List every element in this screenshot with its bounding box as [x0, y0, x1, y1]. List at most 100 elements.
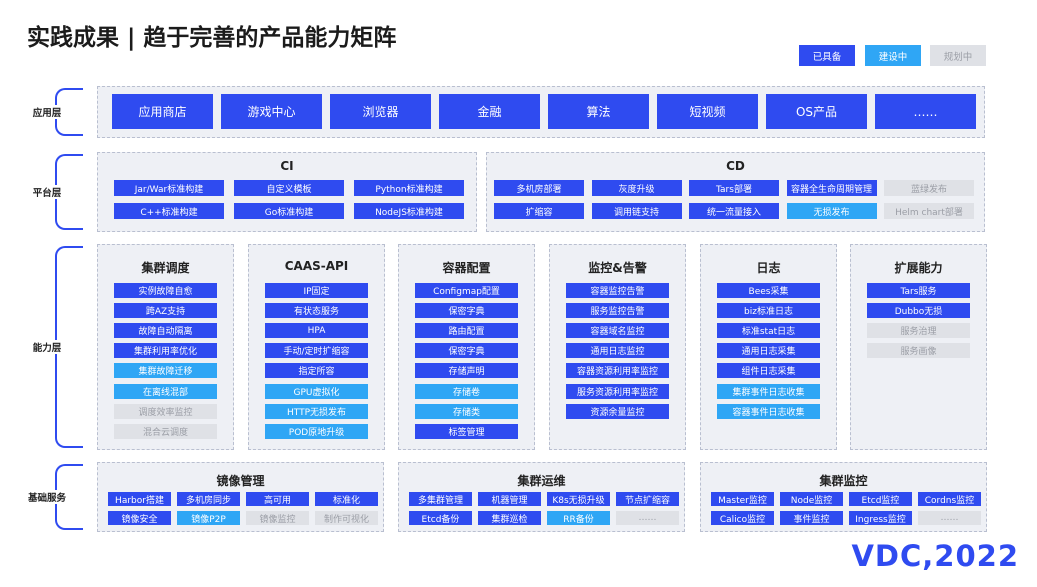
- app-item: ……: [875, 94, 976, 129]
- base-item: RR备份: [547, 511, 610, 525]
- cd-title: CD: [726, 159, 745, 173]
- base-item: ……: [918, 511, 981, 525]
- capability-item: 指定所容: [265, 363, 368, 379]
- app-item: 短视频: [657, 94, 758, 129]
- base-item: 制作可视化: [315, 511, 378, 525]
- ci-item: 自定义模板: [234, 180, 344, 196]
- capability-item: 有状态服务: [265, 303, 368, 319]
- cd-item: 容器全生命周期管理: [786, 180, 877, 196]
- capability-item: 标准stat日志: [717, 323, 820, 339]
- base-item: 集群巡检: [478, 511, 541, 525]
- cd-item: 灰度升级: [591, 180, 682, 196]
- ci-item: Python标准构建: [354, 180, 464, 196]
- base-title: 集群监控: [819, 474, 868, 488]
- capability-item: 集群故障迁移: [114, 363, 217, 379]
- base-item: 标准化: [315, 492, 378, 506]
- capability-item: 容器域名监控: [566, 323, 669, 339]
- capability-item: 存储卷: [415, 383, 518, 399]
- base-item: 高可用: [246, 492, 309, 506]
- app-item: 应用商店: [112, 94, 213, 129]
- capability-item: 手动/定时扩缩容: [265, 343, 368, 359]
- base-item: 多机房同步: [177, 492, 240, 506]
- capability-item: Dubbo无损: [867, 303, 970, 319]
- capability-item: Configmap配置: [415, 283, 518, 298]
- base-item: Calico监控: [711, 511, 774, 525]
- cd-item: 蓝绿发布: [884, 180, 974, 196]
- layer-label: 基础服务: [22, 490, 72, 504]
- capability-item: 路由配置: [415, 323, 518, 339]
- base-item: Etcd备份: [409, 511, 472, 525]
- capability-title: 集群调度: [141, 261, 190, 275]
- base-item: K8s无损升级: [547, 492, 610, 506]
- capability-item: 混合云调度: [114, 423, 217, 439]
- base-item: 节点扩缩容: [616, 492, 679, 506]
- capability-item: Bees采集: [717, 283, 820, 298]
- layer-label: 应用层: [22, 105, 72, 119]
- capability-item: 存储声明: [415, 363, 518, 379]
- cd-item: 扩缩容: [494, 203, 584, 219]
- base-item: 机器管理: [478, 492, 541, 506]
- capability-item: 故障自动隔离: [114, 323, 217, 339]
- capability-title: CAAS-API: [284, 259, 349, 273]
- capability-item: GPU虚拟化: [265, 383, 368, 399]
- capability-item: biz标准日志: [717, 303, 820, 319]
- app-item: 浏览器: [330, 94, 431, 129]
- base-item: Cordns监控: [918, 492, 981, 506]
- capability-item: 服务治理: [867, 323, 970, 339]
- vdc-logo: VDC,2022: [851, 539, 1019, 573]
- capability-item: 组件日志采集: [717, 363, 820, 379]
- capability-item: 调度效率监控: [114, 403, 217, 419]
- layer-label: 能力层: [22, 340, 72, 354]
- app-item: OS产品: [766, 94, 867, 129]
- ci-item: C++标准构建: [114, 203, 224, 219]
- capability-item: 标签管理: [415, 423, 518, 439]
- ci-item: Jar/War标准构建: [114, 180, 224, 196]
- capability-title: 扩展能力: [894, 261, 943, 275]
- base-title: 镜像管理: [216, 474, 265, 488]
- base-item: Node监控: [780, 492, 843, 506]
- capability-item: 存储类: [415, 403, 518, 419]
- capability-title: 监控&告警: [588, 261, 647, 275]
- capability-item: 资源余量监控: [566, 403, 669, 419]
- base-title: 集群运维: [517, 474, 566, 488]
- base-item: 镜像安全: [108, 511, 171, 525]
- capability-item: 保密字典: [415, 343, 518, 359]
- cd-item: 多机房部署: [494, 180, 584, 196]
- page-title: 实践成果 | 趋于完善的产品能力矩阵: [27, 25, 397, 51]
- capability-item: 跨AZ支持: [114, 303, 217, 319]
- capability-item: 通用日志采集: [717, 343, 820, 359]
- base-item: Harbor搭建: [108, 492, 171, 506]
- capability-item: 通用日志监控: [566, 343, 669, 359]
- capability-item: POD原地升级: [265, 423, 368, 439]
- capability-item: 服务监控告警: [566, 303, 669, 319]
- legend-building: 建设中: [865, 45, 921, 66]
- capability-item: 容器监控告警: [566, 283, 669, 298]
- base-item: 事件监控: [780, 511, 843, 525]
- ci-title: CI: [280, 159, 294, 173]
- cd-item: Tars部署: [689, 180, 779, 196]
- legend-planned: 规划中: [930, 45, 986, 66]
- capability-item: IP固定: [265, 283, 368, 298]
- cd-item: 调用链支持: [591, 203, 682, 219]
- ci-item: Go标准构建: [234, 203, 344, 219]
- capability-item: 容器事件日志收集: [717, 403, 820, 419]
- capability-item: 服务画像: [867, 343, 970, 359]
- cd-item: 无损发布: [786, 203, 877, 219]
- capability-item: 集群事件日志收集: [717, 383, 820, 399]
- layer-label: 平台层: [22, 185, 72, 199]
- capability-item: 服务资源利用率监控: [566, 383, 669, 399]
- base-item: Etcd监控: [849, 492, 912, 506]
- capability-item: 在离线混部: [114, 383, 217, 399]
- base-item: 镜像监控: [246, 511, 309, 525]
- ci-item: NodeJS标准构建: [354, 203, 464, 219]
- base-item: ……: [616, 511, 679, 525]
- app-item: 算法: [548, 94, 649, 129]
- cd-item: 统一流量接入: [689, 203, 779, 219]
- app-item: 游戏中心: [221, 94, 322, 129]
- capability-item: HTTP无损发布: [265, 403, 368, 419]
- legend-built: 已具备: [799, 45, 855, 66]
- base-item: Master监控: [711, 492, 774, 506]
- base-item: 镜像P2P: [177, 511, 240, 525]
- cd-item: Helm chart部署: [884, 203, 974, 219]
- capability-item: 集群利用率优化: [114, 343, 217, 359]
